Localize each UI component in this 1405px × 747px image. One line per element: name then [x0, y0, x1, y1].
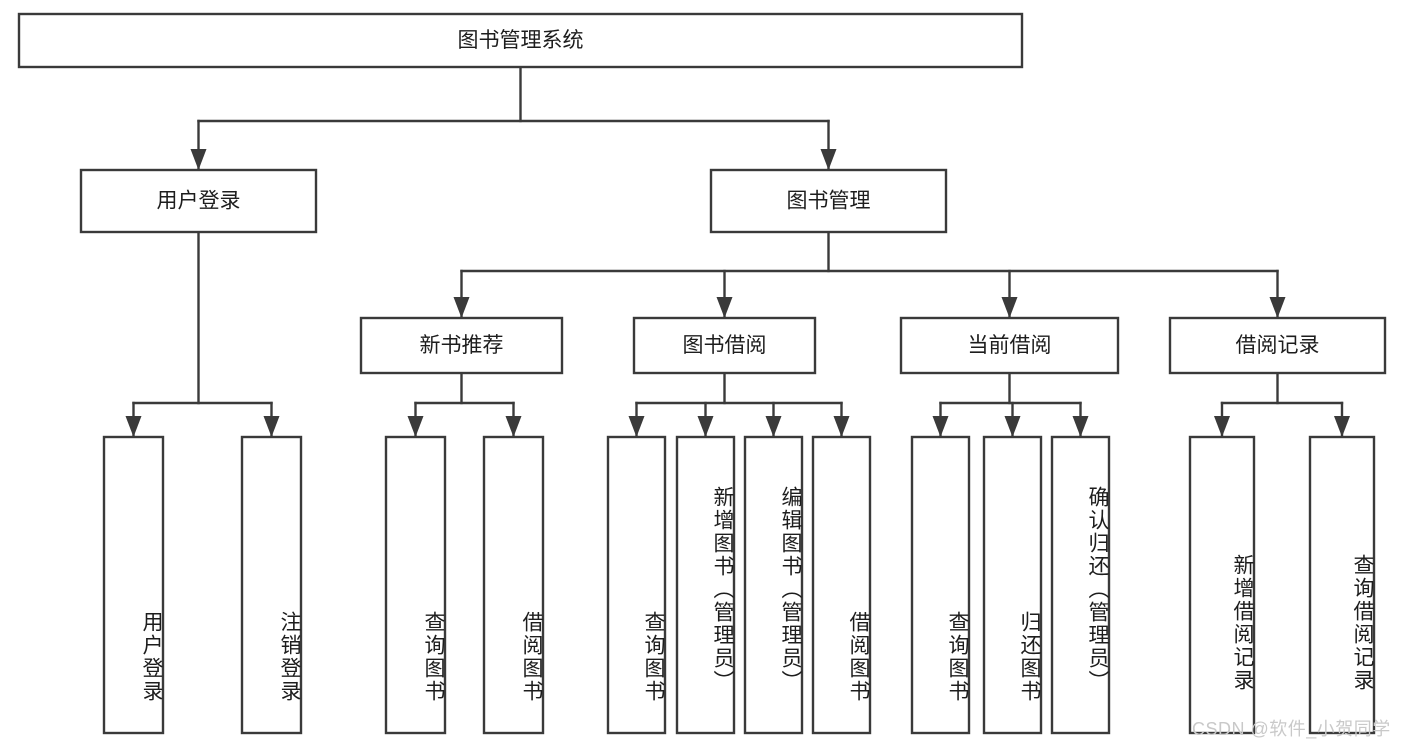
arrow-head-icon-leaf-add-record — [1214, 416, 1230, 437]
node-box-new-book-recommend[interactable] — [359, 316, 564, 375]
arrow-head-icon-leaf-query-record — [1334, 416, 1350, 437]
node-label-book-manage: 图书管理 — [787, 190, 871, 213]
node-box-leaf-edit-book[interactable] — [743, 435, 804, 735]
node-box-book-manage[interactable] — [709, 168, 948, 234]
node-box-leaf-query-book-2[interactable] — [606, 435, 667, 735]
connector-edges-layer — [125, 65, 1350, 439]
node-box-borrow-record[interactable] — [1168, 316, 1387, 375]
node-box-leaf-borrow-book-1[interactable] — [482, 435, 545, 735]
arrow-head-icon-leaf-query-book-1 — [407, 416, 424, 437]
arrow-head-icon-leaf-borrow-book-1 — [505, 416, 522, 437]
arrow-head-icon-leaf-edit-book — [765, 416, 782, 437]
node-box-leaf-confirm-return[interactable] — [1050, 435, 1111, 735]
node-box-current-borrow[interactable] — [899, 316, 1120, 375]
node-label-borrow-record: 借阅记录 — [1236, 334, 1320, 357]
node-label-current-borrow: 当前借阅 — [968, 334, 1052, 357]
arrow-head-icon-book-manage — [820, 149, 837, 170]
arrow-head-icon-leaf-borrow-book-2 — [833, 416, 850, 437]
node-box-leaf-query-book-1[interactable] — [384, 435, 447, 735]
arrow-head-icon-user-login — [190, 149, 207, 170]
arrow-head-icon-borrow-record — [1269, 297, 1286, 318]
arrow-head-icon-current-borrow — [1001, 297, 1018, 318]
node-label-new-book-recommend: 新书推荐 — [420, 334, 504, 357]
node-label-book-borrow: 图书借阅 — [683, 334, 767, 357]
node-box-leaf-add-record[interactable] — [1188, 435, 1256, 735]
csdn-watermark: CSDN @软件_小贺同学 — [1192, 719, 1391, 739]
arrow-head-icon-new-book-recommend — [453, 297, 470, 318]
arrow-head-icon-leaf-query-book-2 — [628, 416, 645, 437]
node-box-leaf-add-book[interactable] — [675, 435, 736, 735]
arrow-head-icon-leaf-add-book — [697, 416, 714, 437]
arrow-head-icon-leaf-query-book-3 — [932, 416, 949, 437]
node-box-leaf-user-login[interactable] — [102, 435, 165, 735]
node-box-root[interactable] — [17, 12, 1024, 69]
node-box-leaf-return-book[interactable] — [982, 435, 1043, 735]
node-box-leaf-logout[interactable] — [240, 435, 303, 735]
node-label-user-login: 用户登录 — [157, 190, 241, 213]
arrow-head-icon-leaf-return-book — [1004, 416, 1021, 437]
node-boxes-layer — [17, 12, 1387, 735]
node-box-book-borrow[interactable] — [632, 316, 817, 375]
arrow-head-icon-leaf-user-login — [125, 416, 142, 437]
arrow-head-icon-book-borrow — [716, 297, 733, 318]
node-box-leaf-query-record[interactable] — [1308, 435, 1376, 735]
node-box-user-login[interactable] — [79, 168, 318, 234]
node-box-leaf-borrow-book-2[interactable] — [811, 435, 872, 735]
node-box-leaf-query-book-3[interactable] — [910, 435, 971, 735]
node-label-root: 图书管理系统 — [458, 29, 584, 52]
arrow-head-icon-leaf-logout — [263, 416, 280, 437]
arrow-head-icon-leaf-confirm-return — [1072, 416, 1089, 437]
